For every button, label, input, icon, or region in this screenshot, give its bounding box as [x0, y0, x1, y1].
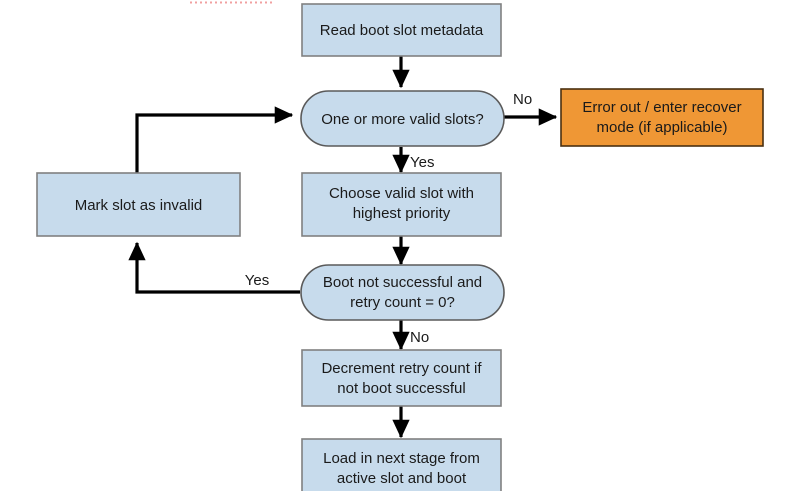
node-one-or-more-valid-slots[interactable]: One or more valid slots?	[300, 90, 505, 147]
node-decrement-retry-count-label-line2: not boot successful	[337, 380, 465, 397]
edge-boot-check-yes-to-mark-invalid	[128, 241, 300, 294]
node-one-or-more-valid-slots-label: One or more valid slots?	[321, 111, 484, 128]
node-error-out-recover-mode[interactable]: Error out / enter recover mode (if appli…	[560, 88, 764, 147]
node-mark-slot-as-invalid[interactable]: Mark slot as invalid	[36, 172, 241, 237]
node-decrement-retry-count[interactable]: Decrement retry count if not boot succes…	[301, 349, 502, 407]
node-error-out-recover-mode-label-line2: mode (if applicable)	[597, 119, 728, 136]
edge-label-boot-check-yes: Yes	[245, 272, 269, 289]
node-read-boot-slot-metadata-label: Read boot slot metadata	[320, 22, 484, 39]
node-choose-valid-slot[interactable]: Choose valid slot with highest priority	[301, 172, 502, 237]
node-decrement-retry-count-label-line1: Decrement retry count if	[321, 360, 482, 377]
edge-label-valid-slots-no: No	[513, 91, 532, 108]
node-load-next-stage-label-line2: active slot and boot	[337, 470, 467, 487]
node-load-next-stage-label-line1: Load in next stage from	[323, 450, 480, 467]
edge-mark-invalid-to-valid-slots	[135, 106, 294, 173]
node-error-out-recover-mode-label-line1: Error out / enter recover	[582, 99, 741, 116]
node-read-boot-slot-metadata[interactable]: Read boot slot metadata	[301, 3, 502, 57]
node-mark-slot-as-invalid-label: Mark slot as invalid	[75, 197, 203, 214]
edge-label-boot-check-no: No	[410, 329, 429, 346]
edge-label-valid-slots-yes: Yes	[410, 154, 434, 171]
node-boot-not-successful-retry-zero[interactable]: Boot not successful and retry count = 0?	[300, 264, 505, 321]
node-load-next-stage[interactable]: Load in next stage from active slot and …	[301, 438, 502, 491]
node-boot-not-successful-retry-zero-label-line1: Boot not successful and	[323, 274, 482, 291]
node-boot-not-successful-retry-zero-label-line2: retry count = 0?	[350, 294, 455, 311]
node-choose-valid-slot-label-line2: highest priority	[353, 205, 451, 222]
node-choose-valid-slot-label-line1: Choose valid slot with	[329, 185, 474, 202]
